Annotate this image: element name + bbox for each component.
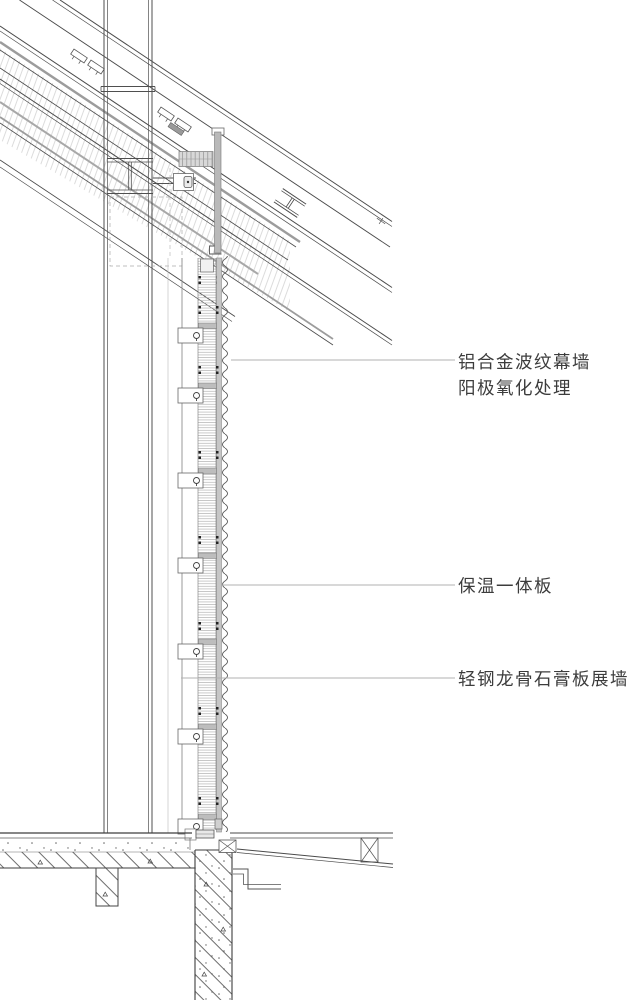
column-cap-plate [100,85,156,93]
label-stud-gypsum-wall: 轻钢龙骨石膏板展墙 [458,670,629,690]
label-curtain-wall: 铝合金波纹幕墙 阳极氧化处理 [458,351,591,402]
roofline-girt [178,151,214,167]
steel-section-x-box [218,839,237,853]
girt-connector [153,173,196,191]
hidden-ceiling-outline [109,168,183,267]
parapet-member [209,127,225,255]
corrugated-cladding [220,256,230,832]
step-recess [233,868,281,890]
foundation [0,832,394,1000]
gypsum-board-lines [167,258,183,833]
concrete-wall [194,849,233,1000]
floor-slab-left [0,832,195,869]
label-insulation-board: 保温一体板 [458,577,553,597]
eave-i-beam-icon [273,188,307,218]
steel-section-x-box-right [360,837,379,863]
steel-column [100,0,196,833]
wall-assembly [167,127,230,850]
leader-lines [181,359,455,679]
roof-structure [0,0,393,346]
roof-cleat [167,122,185,136]
girt-h-beam [107,158,153,194]
roof-end-tick [376,217,386,225]
floor-deck-right [230,832,394,868]
downstand-beam [95,867,119,907]
label-curtain-wall-line2: 阳极氧化处理 [458,378,572,399]
roof-purlin-clips [68,48,386,225]
label-curtain-wall-line1: 铝合金波纹幕墙 [458,353,591,373]
